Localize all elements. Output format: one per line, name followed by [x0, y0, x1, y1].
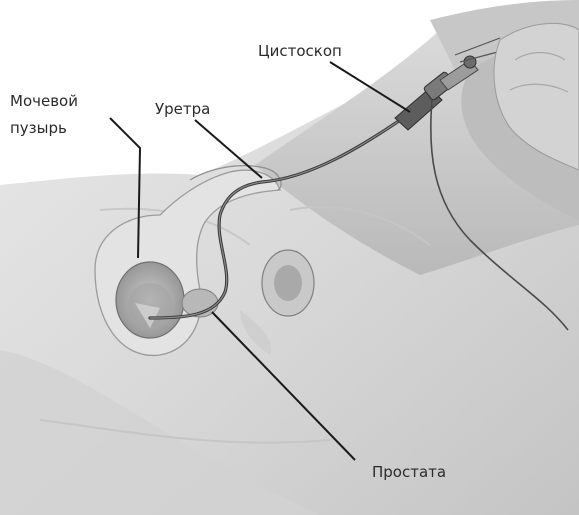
prostate-label: Простата [372, 462, 446, 483]
urethra-label: Уретра [155, 99, 210, 120]
bladder-label-line1: Мочевой [10, 91, 78, 112]
cystoscope-label: Цистоскоп [258, 41, 342, 62]
bladder-label-line2: пузырь [10, 118, 67, 139]
